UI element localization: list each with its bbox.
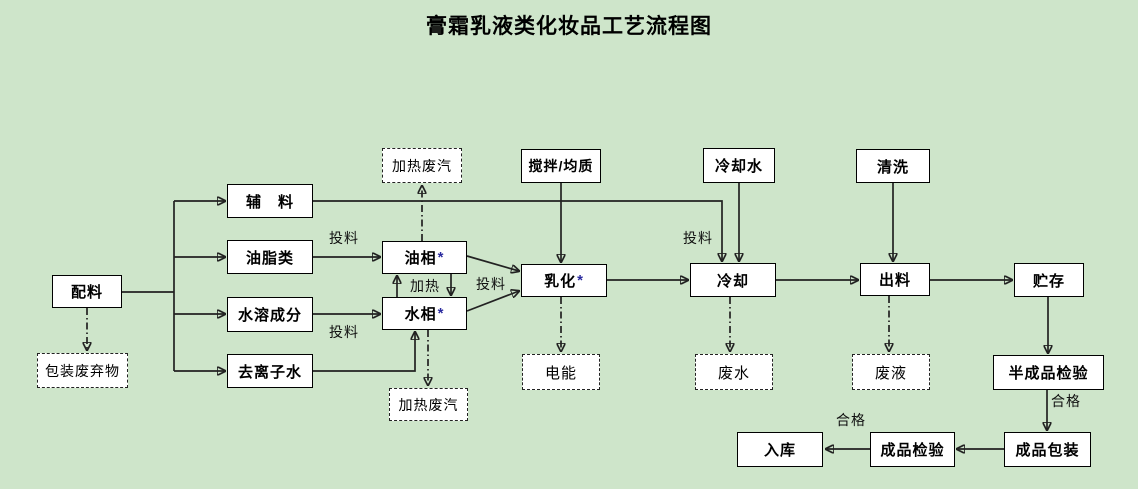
footnote-asterisk: * [437, 249, 445, 266]
edge-label-qualified-final: 合格 [836, 412, 866, 428]
node-cooling: 冷却 [690, 263, 776, 297]
node-label: 配料 [70, 284, 103, 301]
node-cooling-water: 冷却水 [703, 148, 775, 183]
node-label: 电能 [544, 364, 577, 382]
diagram-title: 膏霜乳液类化妆品工艺流程图 [426, 15, 712, 38]
node-deionized-water: 去离子水 [227, 354, 313, 388]
node-water-soluble-components: 水溶成分 [227, 297, 313, 332]
edge-oil-phase-to-emulsification [466, 255, 519, 271]
node-finished-inspection: 成品检验 [870, 432, 955, 467]
node-label: 辅 料 [245, 193, 294, 211]
edge-label-feed-cooling: 投料 [683, 230, 713, 246]
edge-water-phase-to-emulsification [466, 291, 519, 312]
edge-auxiliary-to-cooling [313, 200, 722, 261]
node-label: 出料 [878, 272, 911, 289]
node-label: 成品检验 [880, 442, 945, 459]
node-packaging-waste: 包装废弃物 [37, 353, 128, 388]
node-batching: 配料 [52, 275, 122, 308]
node-finished-packaging: 成品包装 [1004, 432, 1091, 467]
node-wastewater: 废水 [695, 354, 773, 390]
footnote-asterisk: * [437, 305, 445, 322]
node-semi-finished-inspection: 半成品检验 [993, 355, 1104, 390]
node-label: 废液 [874, 364, 907, 382]
node-warehousing: 入库 [737, 432, 823, 467]
node-label: 加热废汽 [398, 396, 459, 413]
node-auxiliary-materials: 辅 料 [227, 184, 313, 218]
node-oil-phase: 油相* [382, 241, 467, 274]
edge-label-feed-emulsify: 投料 [476, 276, 506, 292]
node-label: 冷却水 [714, 158, 763, 175]
node-label: 包装废弃物 [45, 362, 120, 379]
node-water-phase: 水相* [382, 297, 467, 330]
node-heating-exhaust-bottom: 加热废汽 [389, 388, 468, 421]
node-label: 半成品检验 [1008, 365, 1089, 382]
node-label: 去离子水 [237, 363, 302, 381]
node-stirring-homogenizing: 搅拌/均质 [521, 149, 601, 183]
node-label: 清洗 [876, 158, 909, 176]
footnote-asterisk: * [577, 272, 584, 289]
node-storage: 贮存 [1014, 263, 1084, 297]
node-emulsification: 乳化* [521, 264, 607, 297]
node-cleaning: 清洗 [856, 149, 930, 183]
node-heating-exhaust-top: 加热废汽 [382, 148, 462, 183]
node-waste-liquid: 废液 [852, 354, 930, 390]
node-label: 贮存 [1032, 272, 1065, 290]
node-label: 乳化 [544, 273, 577, 290]
node-label: 冷却 [716, 272, 749, 290]
edge-label-feed-water: 投料 [329, 324, 359, 340]
node-label: 水相 [404, 306, 437, 323]
node-label: 搅拌/均质 [528, 158, 594, 174]
node-discharge: 出料 [860, 263, 930, 296]
node-label: 成品包装 [1015, 442, 1080, 459]
edge-label-heating: 加热 [410, 278, 440, 294]
node-label: 油脂类 [245, 249, 294, 267]
node-label: 废水 [717, 364, 750, 382]
edge-label-qualified-semi: 合格 [1051, 393, 1081, 409]
node-label: 油相 [404, 250, 437, 267]
node-label: 入库 [763, 442, 796, 459]
node-electric-energy: 电能 [522, 354, 600, 390]
node-label: 加热废汽 [392, 157, 452, 174]
edge-label-feed-oils: 投料 [329, 230, 359, 246]
node-oils: 油脂类 [227, 240, 313, 274]
edge-deionized-to-water-phase [313, 332, 415, 372]
node-label: 水溶成分 [237, 307, 302, 324]
